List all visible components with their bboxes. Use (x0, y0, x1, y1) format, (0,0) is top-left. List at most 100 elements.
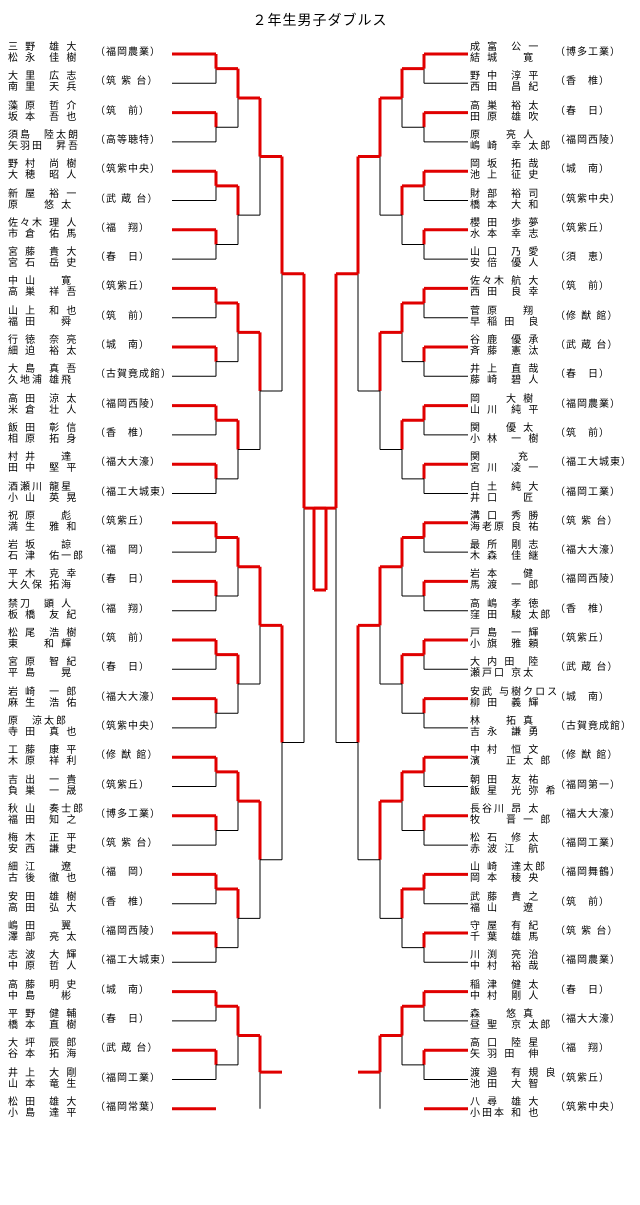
player-name: 村 井 達 (8, 452, 74, 464)
school-name: （修 猷 館） (555, 750, 619, 762)
player-name: 岩 坂 諒 (8, 540, 74, 552)
player-name: 松 尾 浩 樹 (8, 628, 79, 639)
player-name: 三 野 雄 大 (8, 42, 79, 53)
player-name: 佐々木 航 大 (470, 276, 541, 288)
player-names: 佐々木 航 大西 田 良 幸 (470, 276, 555, 298)
left-entry-1: 三 野 雄 大松 永 佳 樹（福岡農業） (8, 42, 173, 66)
school-name: （福工大城東） (555, 457, 632, 469)
player-name: 板 橋 友 紀 (8, 609, 79, 621)
player-name: 海老原 良 祐 (470, 521, 541, 533)
player-name: 中 島 彬 (8, 990, 74, 1002)
school-name: （筑 前） (95, 105, 150, 117)
player-name: 中 原 哲 人 (8, 961, 79, 973)
school-name: （福岡工業） (555, 838, 621, 850)
left-entry-24: 原 涼太郎寺 田 真 也（筑紫中央） (8, 716, 173, 740)
player-names: 三 野 雄 大松 永 佳 樹 (8, 42, 93, 64)
right-entry-12: 井 上 直 哉藤 崎 碧 人（春 日） (470, 364, 635, 388)
right-entry-31: 守 屋 有 紀千 葉 雄 馬（筑 紫 台） (470, 921, 635, 945)
player-name: 谷 鹿 優 承 (470, 335, 541, 346)
left-entry-15: 村 井 達田 中 堅 平（福大大濠） (8, 452, 173, 476)
player-name: 原 悠 太 (8, 199, 74, 211)
player-name: 大 里 広 志 (8, 71, 79, 83)
school-name: （博多工業） (555, 47, 621, 58)
player-name: 斉 藤 憲 汰 (470, 346, 541, 357)
player-name: 矢 羽 田 伸 (470, 1049, 541, 1061)
school-name: （福岡農業） (555, 955, 621, 967)
school-name: （春 日） (95, 252, 150, 264)
school-name: （高等聴特） (95, 134, 161, 146)
school-name: （福岡西陵） (555, 574, 621, 586)
player-names: 平 木 克 幸大久保 拓海 (8, 569, 93, 591)
player-name: 細 江 遼 (8, 862, 74, 874)
player-names: 中 村 恒 文濱 正 太 郎 (470, 745, 555, 767)
school-name: （古賀竟成館） (95, 369, 172, 381)
player-name: 高 巣 裕 太 (470, 100, 541, 112)
left-entry-37: 松 田 雄 大小 島 達 平（福岡常葉） (8, 1097, 173, 1121)
player-name: 行 徳 奈 亮 (8, 335, 79, 346)
player-name: 原 涼太郎 (8, 715, 68, 727)
left-entry-2: 大 里 広 志南 里 天 兵（筑 紫 台） (8, 71, 173, 95)
school-name: （福 翔） (555, 1043, 610, 1055)
player-name: 満 生 雅 和 (8, 521, 79, 533)
player-name: 田 原 雄 吹 (470, 111, 541, 123)
right-entry-7: 櫻 田 歩 夢水 本 幸 志（筑紫丘） (470, 218, 635, 242)
player-name: 松 田 雄 大 (8, 1096, 79, 1108)
school-name: （筑紫中央） (95, 720, 161, 732)
player-name: 嶋 田 翼 (8, 921, 74, 932)
player-names: 松 田 雄 大小 島 達 平 (8, 1097, 93, 1119)
player-names: 野 村 尚 樹大 穂 昭 人 (8, 159, 93, 181)
left-entry-18: 岩 坂 諒石 津 佑一郎（福 岡） (8, 540, 173, 564)
player-name: 細 迫 裕 太 (8, 346, 79, 357)
player-name: 岡 大 樹 (470, 393, 536, 405)
school-name: （筑 紫 台） (555, 926, 619, 937)
player-name: 結 城 寛 (470, 53, 536, 64)
school-name: （筑 前） (95, 633, 150, 644)
left-entry-5: 野 村 尚 樹大 穂 昭 人（筑紫中央） (8, 159, 173, 183)
left-entry-26: 吉 出 一 貴負 巣 一 晟（筑紫丘） (8, 775, 173, 799)
player-name: 成 富 公 一 (470, 42, 541, 53)
player-name: 早 稲 田 良 (470, 316, 541, 328)
player-name: 福 田 舜 (8, 316, 74, 328)
player-names: 山 上 和 也福 田 舜 (8, 306, 93, 328)
player-names: 松 尾 浩 樹東 和 輝 (8, 628, 93, 650)
player-name: 大 坪 辰 郎 (8, 1038, 79, 1050)
player-name: 福 田 知 之 (8, 814, 79, 826)
right-entry-25: 中 村 恒 文濱 正 太 郎（修 猷 館） (470, 745, 635, 769)
player-name: 麻 生 浩 佑 (8, 697, 79, 709)
school-name: （筑紫中央） (555, 1101, 621, 1113)
player-name: 大 内 田 陸 (470, 657, 541, 669)
school-name: （筑 紫 台） (95, 838, 159, 850)
player-name: 高 嶋 孝 徳 (470, 598, 541, 610)
player-name: 岩 本 健 (470, 569, 536, 581)
left-entry-34: 平 野 健 輔橋 本 直 樹（春 日） (8, 1009, 173, 1033)
player-names: 村 井 達田 中 堅 平 (8, 452, 93, 474)
left-entry-30: 安 田 雄 樹高 田 弘 大（香 椎） (8, 892, 173, 916)
school-name: （福工大城東） (95, 955, 172, 967)
player-name: 橋 本 直 樹 (8, 1019, 79, 1031)
left-entry-17: 祝 原 彪満 生 雅 和（筑紫丘） (8, 511, 173, 535)
player-names: 武 藤 貴 之福 山 遼 (470, 892, 555, 914)
player-name: 長谷川 昂 太 (470, 803, 541, 815)
school-name: （筑紫丘） (95, 779, 150, 791)
player-names: 関 優 太小 林 一 樹 (470, 423, 555, 445)
player-names: 高 嶋 孝 徳窪 田 駿 太郎 (470, 599, 555, 621)
player-name: 木 森 佳 継 (470, 551, 541, 563)
player-names: 安武 与樹クロス柳 田 義 輝 (470, 687, 557, 709)
school-name: （城 南） (95, 340, 150, 351)
player-names: 大 坪 辰 郎谷 本 拓 海 (8, 1038, 93, 1060)
player-name: 井 口 匠 (470, 492, 536, 504)
left-entry-13: 高 田 涼 太米 倉 壮 人（福岡西陵） (8, 394, 173, 418)
player-names: 川 渕 亮 治中 村 裕 哉 (470, 950, 555, 972)
player-names: 野 中 淳 平西 田 昌 紀 (470, 71, 555, 93)
player-names: 禁刀 顕 人板 橋 友 紀 (8, 599, 93, 621)
player-name: 平 木 克 幸 (8, 569, 79, 581)
school-name: （武 蔵 台） (95, 1043, 159, 1055)
school-name: （福岡西陵） (95, 926, 161, 937)
school-name: （春 日） (555, 369, 610, 381)
player-name: 濱 正 太 郎 (470, 756, 553, 768)
player-name: 松 永 佳 樹 (8, 53, 79, 64)
player-names: 祝 原 彪満 生 雅 和 (8, 511, 93, 533)
school-name: （古賀竟成館） (555, 720, 632, 732)
player-name: 小 旗 雅 頼 (470, 639, 541, 650)
player-name: 澤 部 亮 太 (8, 932, 79, 943)
